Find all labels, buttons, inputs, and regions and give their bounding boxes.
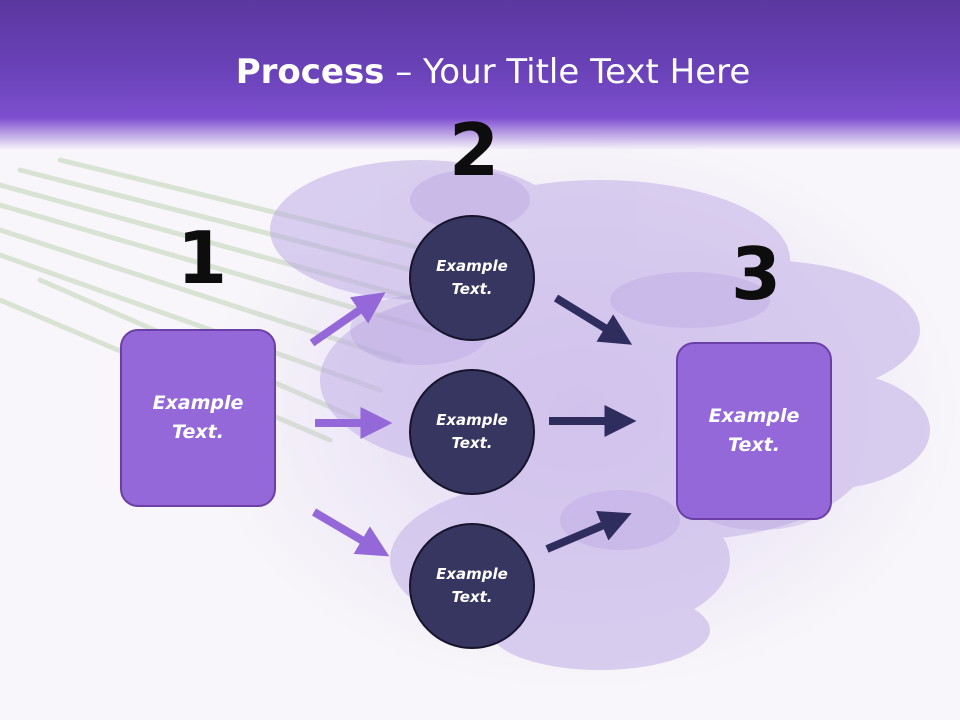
step-number-3: 3 bbox=[731, 232, 782, 316]
title-rest-text: – Your Title Text Here bbox=[384, 52, 751, 92]
title-bold-text: Process bbox=[235, 52, 385, 92]
slide-title: Process – Your Title Text Here bbox=[0, 52, 960, 92]
step-number-2: 2 bbox=[449, 108, 500, 192]
title-bar bbox=[0, 0, 960, 150]
step-number-1: 1 bbox=[177, 216, 228, 300]
